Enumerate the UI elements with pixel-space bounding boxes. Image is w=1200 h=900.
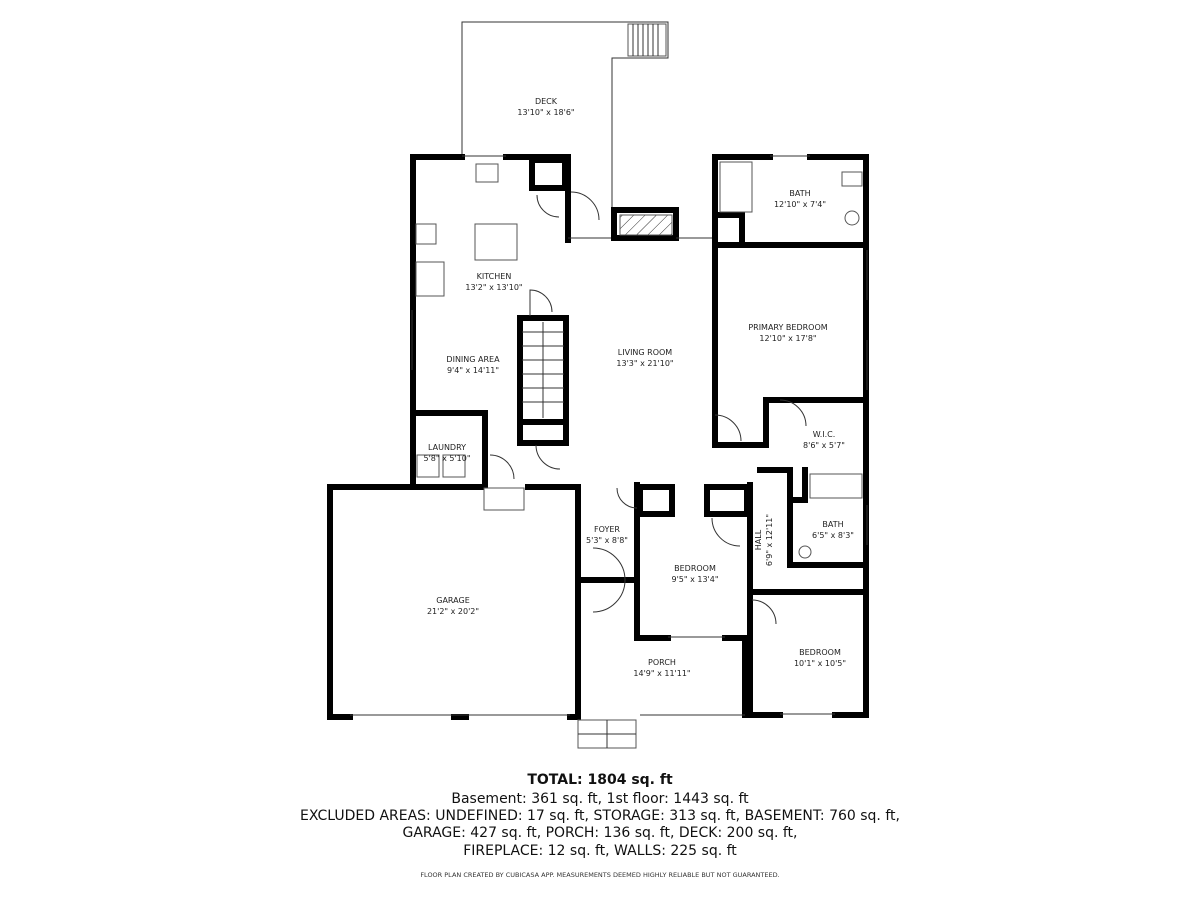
room-name: LAUNDRY	[428, 443, 466, 452]
room-name: KITCHEN	[477, 272, 512, 281]
room-size: 8'6" x 5'7"	[803, 441, 845, 450]
room-laundry: LAUNDRY 5'8" x 5'10"	[423, 443, 470, 463]
room-name: W.I.C.	[813, 430, 836, 439]
room-name: DECK	[535, 97, 558, 106]
deck-stairs	[627, 23, 667, 57]
room-size: 6'5" x 8'3"	[812, 531, 854, 540]
room-name: FOYER	[594, 525, 620, 534]
floor-areas: Basement: 361 sq. ft, 1st floor: 1443 sq…	[451, 791, 749, 807]
excluded-areas-2: GARAGE: 427 sq. ft, PORCH: 136 sq. ft, D…	[402, 825, 798, 841]
room-size: 13'2" x 13'10"	[465, 283, 522, 292]
room-bath-hall: BATH 6'5" x 8'3"	[812, 520, 854, 540]
disclaimer: FLOOR PLAN CREATED BY CUBICASA APP. MEAS…	[420, 871, 780, 879]
room-size: 5'8" x 5'10"	[423, 454, 470, 463]
windows-and-openings	[350, 155, 868, 716]
room-size: 6'9" x 12'11"	[765, 514, 774, 566]
room-name: DINING AREA	[446, 355, 500, 364]
room-bath-primary: BATH 12'10" x 7'4"	[774, 189, 826, 209]
room-garage: GARAGE 21'2" x 20'2"	[427, 596, 479, 616]
room-size: 12'10" x 7'4"	[774, 200, 826, 209]
room-size: 9'5" x 13'4"	[671, 575, 718, 584]
room-size: 21'2" x 20'2"	[427, 607, 479, 616]
room-name: LIVING ROOM	[618, 348, 673, 357]
room-size: 12'10" x 17'8"	[759, 334, 816, 343]
room-size: 13'10" x 18'6"	[517, 108, 574, 117]
excluded-areas-3: FIREPLACE: 12 sq. ft, WALLS: 225 sq. ft	[463, 843, 737, 859]
room-size: 14'9" x 11'11"	[633, 669, 690, 678]
room-wic: W.I.C. 8'6" x 5'7"	[803, 430, 845, 450]
room-bedroom-right: BEDROOM 10'1" x 10'5"	[794, 648, 846, 668]
fixtures	[415, 161, 863, 749]
room-size: 13'3" x 21'10"	[616, 359, 673, 368]
room-size: 10'1" x 10'5"	[794, 659, 846, 668]
room-foyer: FOYER 5'3" x 8'8"	[586, 525, 628, 545]
room-name: GARAGE	[436, 596, 470, 605]
room-name: PRIMARY BEDROOM	[748, 323, 827, 332]
room-dining-area: DINING AREA 9'4" x 14'11"	[446, 355, 500, 375]
room-porch: PORCH 14'9" x 11'11"	[633, 658, 690, 678]
room-size: 9'4" x 14'11"	[447, 366, 499, 375]
room-name: PORCH	[648, 658, 676, 667]
room-name: BATH	[822, 520, 843, 529]
walls	[327, 154, 869, 720]
room-living-room: LIVING ROOM 13'3" x 21'10"	[616, 348, 673, 368]
room-name: BEDROOM	[674, 564, 716, 573]
room-kitchen: KITCHEN 13'2" x 13'10"	[465, 272, 522, 292]
stairs	[522, 322, 564, 418]
room-name: HALL	[754, 529, 763, 550]
room-bedroom-mid: BEDROOM 9'5" x 13'4"	[671, 564, 718, 584]
room-size: 5'3" x 8'8"	[586, 536, 628, 545]
total-area: TOTAL: 1804 sq. ft	[527, 772, 673, 788]
deck-outline	[461, 21, 669, 232]
room-name: BEDROOM	[799, 648, 841, 657]
room-deck: DECK 13'10" x 18'6"	[517, 97, 574, 117]
room-name: BATH	[789, 189, 810, 198]
room-primary-bedroom: PRIMARY BEDROOM 12'10" x 17'8"	[748, 323, 827, 343]
excluded-areas-1: EXCLUDED AREAS: UNDEFINED: 17 sq. ft, ST…	[300, 808, 900, 824]
